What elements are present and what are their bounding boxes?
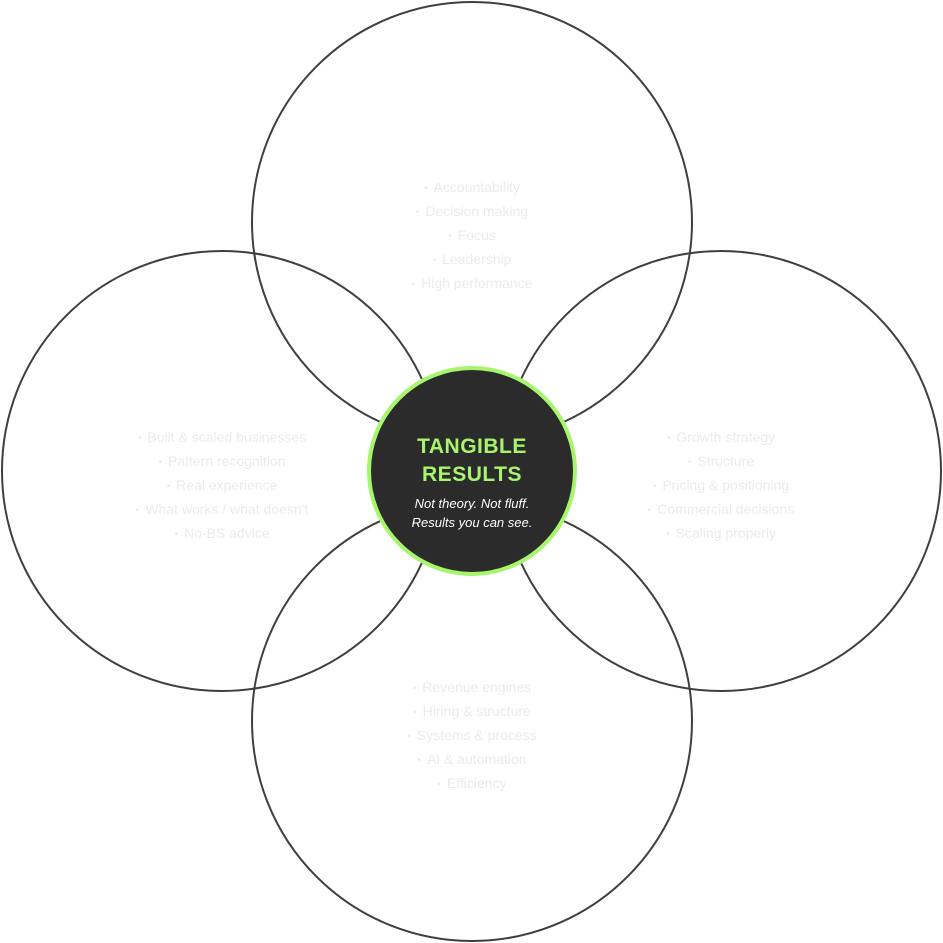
top-circle-list: •Accountability •Decision making •Focus … bbox=[322, 176, 622, 296]
list-item: • High performance bbox=[322, 272, 622, 296]
item-text: Revenue engines bbox=[422, 679, 532, 695]
list-item: • Growth strategy bbox=[571, 426, 871, 450]
bullet-icon: • bbox=[666, 433, 671, 444]
item-text: Efficiency bbox=[446, 775, 507, 791]
bullet-icon: • bbox=[424, 183, 428, 194]
hub-title-line2: RESULTS bbox=[422, 463, 522, 486]
bullet-icon: • bbox=[174, 529, 178, 540]
bullet-icon: • bbox=[417, 755, 421, 766]
hub-title: TANGIBLE RESULTS bbox=[371, 433, 573, 489]
list-item: • Pricing & positioning bbox=[571, 474, 871, 498]
item-text: Systems & process bbox=[416, 727, 537, 743]
item-text: Real experience bbox=[176, 477, 278, 493]
list-item: • Efficiency bbox=[322, 772, 622, 796]
item-text: Pricing & positioning bbox=[662, 477, 790, 493]
bullet-icon: • bbox=[666, 529, 670, 540]
list-item: • Structure bbox=[571, 450, 871, 474]
list-item: • Scaling properly bbox=[571, 522, 871, 546]
bullet-icon: • bbox=[158, 457, 162, 468]
bottom-circle-list: • Revenue engines • Hiring & structure • Sy… bbox=[322, 676, 622, 796]
list-item: • Accountability bbox=[322, 176, 622, 200]
list-item: • No-BS advice bbox=[72, 522, 372, 546]
bullet-icon: • bbox=[166, 481, 171, 492]
item-text: Accountability bbox=[433, 179, 520, 195]
item-text: Structure bbox=[697, 453, 755, 469]
bullet-icon: • bbox=[407, 731, 411, 742]
item-text: Leadership bbox=[442, 251, 512, 267]
hub-subtitle-line2: Results you can see. bbox=[411, 515, 533, 530]
bullet-icon: • bbox=[412, 683, 417, 694]
hub-subtitle: Not theory. Not fluff. Results you can s… bbox=[371, 494, 573, 532]
list-item: • AI & automation bbox=[322, 748, 622, 772]
bullet-icon: • bbox=[647, 505, 652, 516]
bullet-icon: • bbox=[437, 779, 441, 790]
item-text: Decision making bbox=[425, 203, 529, 219]
left-circle-list: • Built & scaled businesses • Pattern reco… bbox=[72, 426, 372, 546]
list-item: • Focus bbox=[322, 224, 622, 248]
item-text: AI & automation bbox=[426, 751, 527, 767]
list-item: • Hiring & structure bbox=[322, 700, 622, 724]
bullet-icon: • bbox=[411, 279, 416, 290]
item-text: Hiring & structure bbox=[422, 703, 531, 719]
item-text: Pattern recognition bbox=[167, 453, 286, 469]
bullet-icon: • bbox=[137, 433, 142, 444]
item-text: Commercial decisions bbox=[657, 501, 795, 517]
list-item: • Systems & process bbox=[322, 724, 622, 748]
list-item: • Revenue engines bbox=[322, 676, 622, 700]
bullet-icon: • bbox=[652, 481, 657, 492]
list-item: • Real experience bbox=[72, 474, 372, 498]
bullet-icon: • bbox=[135, 505, 140, 516]
right-circle-list: • Growth strategy • Structure • Pricing & p… bbox=[571, 426, 871, 546]
hub-subtitle-line1: Not theory. Not fluff. bbox=[414, 496, 530, 511]
item-text: No-BS advice bbox=[183, 525, 270, 541]
item-text: Growth strategy bbox=[676, 429, 776, 445]
hub-title-line1: TANGIBLE bbox=[417, 435, 527, 458]
center-hub: TANGIBLE RESULTS Not theory. Not fluff. … bbox=[367, 366, 577, 576]
list-item: • Decision making bbox=[322, 200, 622, 224]
bullet-icon: • bbox=[687, 457, 692, 468]
item-text: Focus bbox=[457, 227, 496, 243]
bullet-icon: • bbox=[415, 207, 420, 218]
list-item: • Leadership bbox=[322, 248, 622, 272]
item-text: High performance bbox=[421, 275, 533, 291]
item-text: What works / what doesn't bbox=[145, 501, 309, 517]
item-text: Scaling properly bbox=[675, 525, 776, 541]
list-item: • What works / what doesn't bbox=[72, 498, 372, 522]
list-item: • Built & scaled businesses bbox=[72, 426, 372, 450]
bullet-icon: • bbox=[448, 231, 452, 242]
list-item: • Pattern recognition bbox=[72, 450, 372, 474]
bullet-icon: • bbox=[413, 707, 417, 718]
item-text: Built & scaled businesses bbox=[147, 429, 307, 445]
bullet-icon: • bbox=[432, 255, 437, 266]
list-item: • Commercial decisions bbox=[571, 498, 871, 522]
